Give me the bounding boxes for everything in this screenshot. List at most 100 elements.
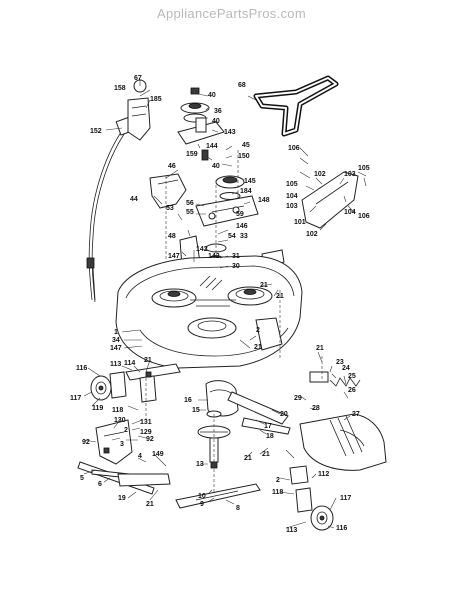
center-pulley-assembly xyxy=(195,150,259,290)
leader-lines xyxy=(83,80,367,529)
part-label: 45 xyxy=(242,142,250,149)
part-label: 129 xyxy=(140,429,152,436)
part-label: 46 xyxy=(168,163,176,170)
belt-shield xyxy=(301,171,359,229)
part-label: 104 xyxy=(286,193,298,200)
part-label: 6 xyxy=(98,481,102,488)
part-label: 113 xyxy=(286,527,297,534)
part-label: 147 xyxy=(168,253,180,260)
part-label: 117 xyxy=(340,495,351,502)
part-label: 113 xyxy=(110,361,121,368)
part-label: 40 xyxy=(208,92,216,99)
part-label: 150 xyxy=(238,153,250,160)
part-label: 67 xyxy=(134,75,142,82)
part-label: 2 xyxy=(124,427,128,434)
part-label: 114 xyxy=(124,360,135,367)
part-label: 13 xyxy=(196,461,204,468)
part-label: 144 xyxy=(206,143,218,150)
part-label: 18 xyxy=(266,433,274,440)
part-label: 16 xyxy=(184,397,192,404)
part-label: 116 xyxy=(336,525,347,532)
part-label: 5 xyxy=(80,475,84,482)
cable-assembly xyxy=(86,114,141,303)
part-label: 23 xyxy=(336,359,344,366)
part-label: 28 xyxy=(312,405,320,412)
part-label: 2 xyxy=(276,477,280,484)
part-label: 184 xyxy=(240,188,252,195)
part-label: 105 xyxy=(286,181,298,188)
part-label: 103 xyxy=(344,171,356,178)
part-label: 159 xyxy=(186,151,198,158)
part-label: 68 xyxy=(238,82,246,89)
part-label: 149 xyxy=(152,451,164,458)
part-label: 17 xyxy=(264,423,272,430)
part-label: 92 xyxy=(82,439,90,446)
part-label: 26 xyxy=(348,387,356,394)
part-label: 19 xyxy=(118,495,126,502)
idler-pulley-stack xyxy=(177,87,225,161)
part-label: 148 xyxy=(258,197,270,204)
part-label: 118 xyxy=(272,489,283,496)
belt-guard-bracket xyxy=(149,173,187,209)
part-label: 145 xyxy=(244,178,256,185)
part-label: 21 xyxy=(254,344,262,351)
right-gauge-wheel xyxy=(289,465,334,531)
part-label: 3 xyxy=(120,441,124,448)
part-label: 2 xyxy=(256,327,260,334)
part-label: 131 xyxy=(140,419,152,426)
blade-spindle xyxy=(197,410,231,500)
watermark: AppliancePartsPros.com xyxy=(157,6,306,21)
part-label: 112 xyxy=(318,471,329,478)
part-label: 105 xyxy=(358,165,370,172)
link-rods xyxy=(77,461,171,495)
part-label: 34 xyxy=(112,337,120,344)
part-label: 21 xyxy=(276,293,284,300)
part-label: 106 xyxy=(288,145,300,152)
control-bracket xyxy=(127,79,151,141)
part-label: 117 xyxy=(70,395,81,402)
part-label: 101 xyxy=(294,219,306,226)
part-label: 185 xyxy=(150,96,162,103)
part-label: 143 xyxy=(224,129,236,136)
part-label: 158 xyxy=(114,85,126,92)
left-gauge-wheel xyxy=(90,371,127,401)
part-label: 21 xyxy=(144,357,152,364)
part-label: 30 xyxy=(232,263,240,270)
part-label: 55 xyxy=(186,209,194,216)
part-label: 27 xyxy=(352,411,360,418)
part-label: 9 xyxy=(200,501,204,508)
part-label: 36 xyxy=(214,108,222,115)
part-label: 142 xyxy=(196,246,208,253)
part-label: 10 xyxy=(198,493,206,500)
part-label: 40 xyxy=(212,118,220,125)
part-label: 48 xyxy=(168,233,176,240)
part-label: 102 xyxy=(314,171,326,178)
part-label: 44 xyxy=(130,196,138,203)
part-label: 21 xyxy=(262,451,270,458)
part-label: 15 xyxy=(192,407,200,414)
part-label: 119 xyxy=(92,405,103,412)
part-label: 8 xyxy=(236,505,240,512)
part-label: 106 xyxy=(358,213,370,220)
part-label: 103 xyxy=(286,203,298,210)
part-label: 20 xyxy=(280,411,288,418)
mower-blade xyxy=(175,483,261,509)
part-label: 102 xyxy=(306,231,318,238)
part-label: 56 xyxy=(186,200,194,207)
part-label: 33 xyxy=(240,233,248,240)
part-label: 59 xyxy=(236,211,244,218)
part-label: 116 xyxy=(76,365,87,372)
part-label: 104 xyxy=(344,209,356,216)
part-label: 142 xyxy=(208,253,220,260)
part-label: 40 xyxy=(212,163,220,170)
mower-deck xyxy=(115,255,303,369)
deck-brace xyxy=(227,391,291,435)
part-label: 53 xyxy=(166,205,174,212)
part-label: 29 xyxy=(294,395,302,402)
part-label: 147 xyxy=(110,345,122,352)
part-label: 21 xyxy=(244,455,252,462)
part-label: 24 xyxy=(342,365,350,372)
lift-arm-bracket xyxy=(95,419,133,465)
left-lift-linkage xyxy=(125,363,181,403)
